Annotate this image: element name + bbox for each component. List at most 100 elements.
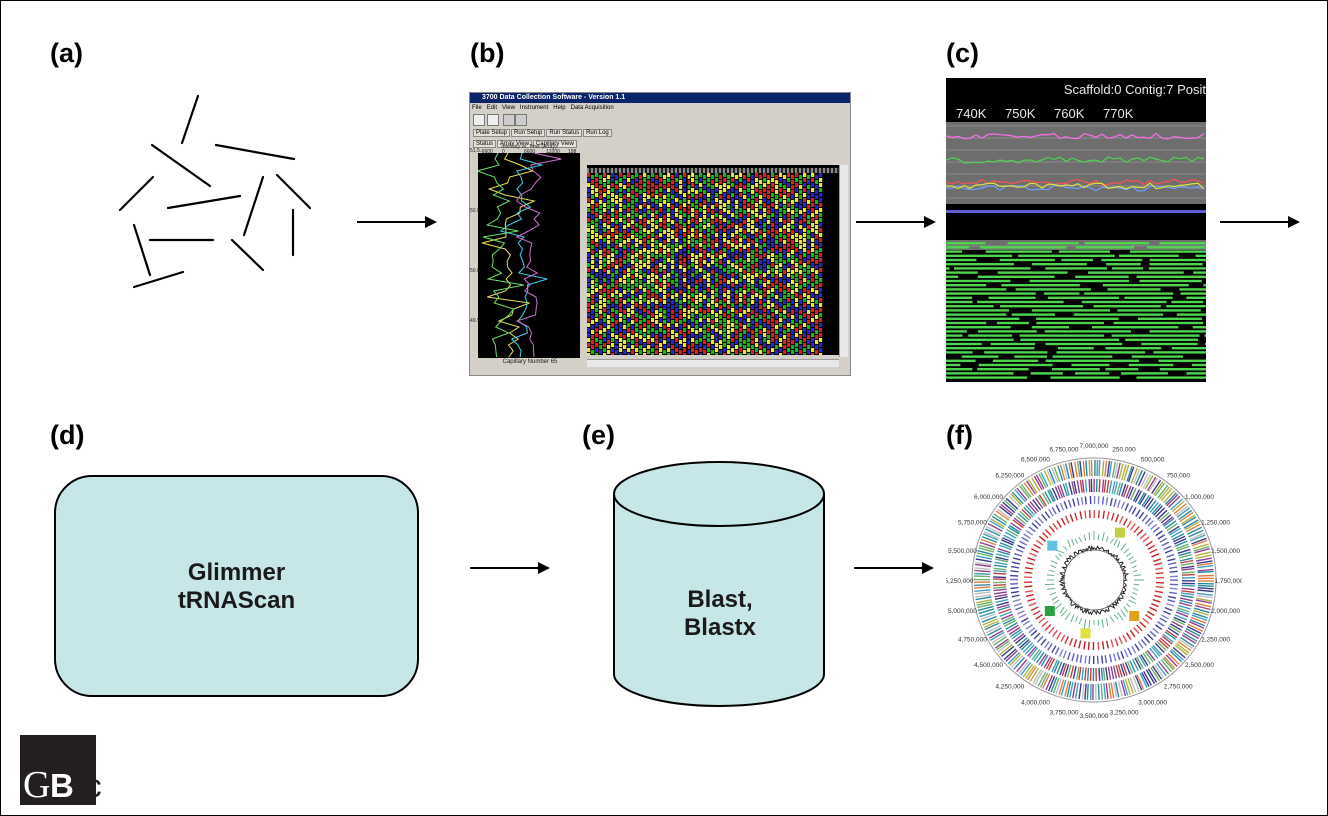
array-band — [607, 180, 611, 184]
array-band — [767, 340, 771, 344]
array-band — [663, 275, 667, 279]
tab[interactable]: Run Setup — [511, 129, 546, 137]
gene-tick — [1024, 571, 1033, 574]
array-band — [607, 260, 611, 264]
menu-item[interactable]: Edit — [486, 105, 498, 111]
sequence-read — [1088, 271, 1184, 274]
array-band — [635, 288, 639, 292]
array-band — [743, 260, 747, 264]
array-band — [719, 235, 723, 239]
array-band — [703, 265, 707, 269]
array-band — [643, 243, 647, 247]
array-band — [611, 273, 615, 277]
array-band — [707, 268, 711, 272]
gene-tick — [997, 550, 1010, 556]
tab[interactable]: Array View — [497, 140, 532, 148]
array-band — [631, 230, 635, 234]
gene-tick — [1051, 506, 1057, 515]
array-band — [723, 323, 727, 327]
menu-item[interactable]: File — [472, 105, 482, 111]
array-band — [819, 298, 823, 302]
array-band — [731, 323, 735, 327]
array-band — [803, 198, 807, 202]
gene-tick — [1170, 648, 1184, 661]
array-band — [763, 223, 767, 227]
tab[interactable]: Capillary View — [532, 140, 577, 148]
array-band — [767, 315, 771, 319]
array-band — [791, 175, 795, 179]
array-band — [795, 333, 799, 337]
array-band — [683, 178, 687, 182]
horizontal-scrollbar[interactable] — [587, 359, 839, 367]
array-band — [815, 200, 819, 204]
menu-bar[interactable]: File Edit View Instrument Help Data Acquisiti… — [472, 104, 619, 113]
array-band — [675, 193, 679, 197]
array-band — [775, 245, 779, 249]
toolbar-button[interactable] — [515, 114, 527, 126]
gene-tick — [983, 531, 999, 539]
array-band — [655, 240, 659, 244]
array-band — [811, 223, 815, 227]
array-band — [735, 260, 739, 264]
array-band — [775, 210, 779, 214]
gene-tick — [1165, 629, 1178, 639]
array-band — [615, 285, 619, 289]
array-band — [735, 290, 739, 294]
menu-item[interactable]: Instrument — [519, 105, 549, 111]
array-band — [811, 318, 815, 322]
array-band — [703, 280, 707, 284]
tab[interactable]: Run Status — [546, 129, 583, 137]
vertical-scrollbar[interactable] — [839, 165, 848, 357]
toolbar-button[interactable] — [473, 114, 485, 126]
sequence-read — [1007, 242, 1079, 245]
menu-item[interactable]: Data Acquisition — [570, 105, 614, 111]
array-band — [611, 228, 615, 232]
array-band — [747, 353, 751, 357]
gene-tick — [1052, 677, 1060, 694]
array-band — [615, 185, 619, 189]
menu-item[interactable]: Help — [553, 105, 566, 111]
array-band — [783, 195, 787, 199]
array-band — [695, 295, 699, 299]
array-band — [639, 265, 643, 269]
menu-item[interactable]: View — [502, 105, 515, 111]
array-band — [619, 338, 623, 342]
array-band — [735, 310, 739, 314]
toolbar-button[interactable] — [503, 114, 515, 126]
array-band — [787, 263, 791, 267]
array-band — [711, 295, 715, 299]
ring-position-label: 500,000 — [1141, 456, 1165, 463]
array-band — [647, 345, 651, 349]
array-band — [591, 345, 595, 349]
gene-tick — [981, 615, 997, 623]
tab[interactable]: Plate Setup — [473, 129, 511, 137]
array-band — [687, 325, 691, 329]
fragment-line — [132, 270, 185, 289]
array-band — [607, 340, 611, 344]
array-band — [679, 200, 683, 204]
array-band — [659, 248, 663, 252]
array-band — [703, 290, 707, 294]
array-band — [703, 185, 707, 189]
array-band — [607, 220, 611, 224]
array-band — [743, 285, 747, 289]
array-band — [623, 225, 627, 229]
array-band — [615, 220, 619, 224]
array-band — [723, 313, 727, 317]
gene-tick — [1140, 638, 1147, 647]
tab[interactable]: Run Log — [583, 129, 612, 137]
array-band — [759, 325, 763, 329]
toolbar-button[interactable] — [487, 114, 499, 126]
array-band — [755, 328, 759, 332]
gene-tick — [1023, 506, 1034, 518]
array-band — [783, 345, 787, 349]
tab[interactable]: Status — [473, 140, 497, 148]
array-band — [795, 248, 799, 252]
array-band — [691, 323, 695, 327]
gene-tick — [979, 611, 996, 618]
array-band — [687, 235, 691, 239]
array-band — [619, 273, 623, 277]
array-band — [607, 240, 611, 244]
